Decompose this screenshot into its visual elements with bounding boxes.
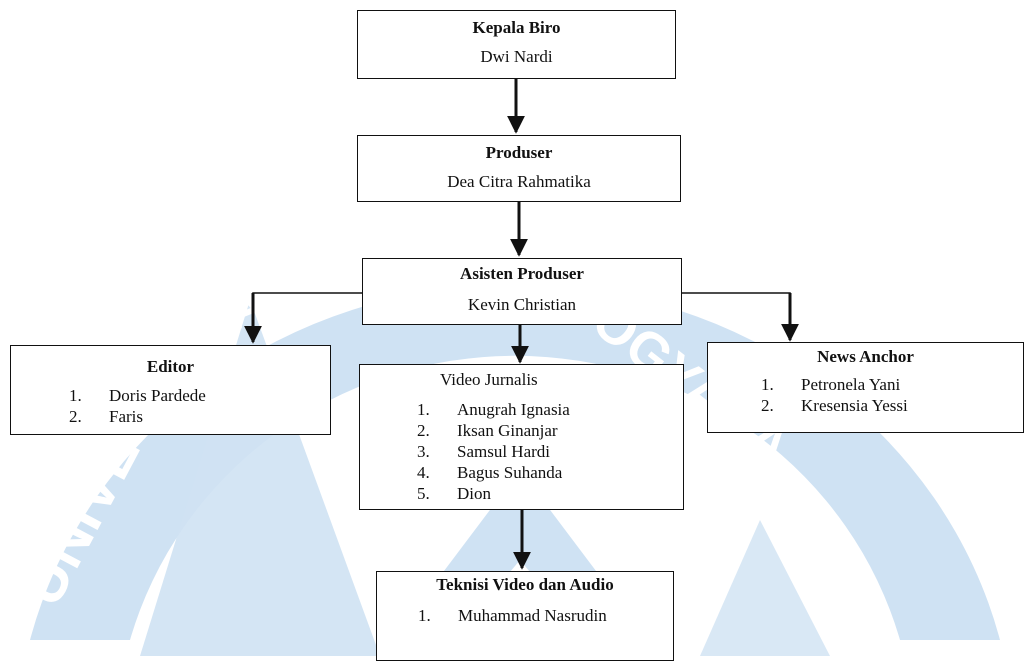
line-asisten-to-editor — [252, 292, 362, 340]
watermark-right-m — [700, 520, 830, 656]
asisten-produser-title: Asisten Produser — [460, 264, 584, 283]
teknisi-title: Teknisi Video dan Audio — [436, 575, 614, 594]
video-jurnalis-list: 1.Anugrah Ignasia 2.Iksan Ginanjar 3.Sam… — [417, 399, 683, 504]
asisten-produser-name: Kevin Christian — [467, 295, 577, 314]
list-item: 2.Iksan Ginanjar — [417, 421, 558, 440]
video-jurnalis-box: Video Jurnalis 1.Anugrah Ignasia 2.Iksan… — [359, 364, 684, 510]
list-item: 1.Anugrah Ignasia — [417, 400, 570, 419]
list-item: 5.Dion — [417, 484, 491, 503]
news-anchor-box: News Anchor 1.Petronela Yani 2.Kresensia… — [707, 342, 1024, 433]
news-anchor-title: News Anchor — [817, 347, 914, 366]
list-item: 1.Doris Pardede — [69, 386, 206, 405]
list-item: 1.Petronela Yani — [761, 375, 901, 394]
list-item: 2.Kresensia Yessi — [761, 396, 908, 415]
kepala-biro-box: Kepala Biro Dwi Nardi — [357, 10, 676, 79]
list-item: 4.Bagus Suhanda — [417, 463, 563, 482]
list-item: 1.Muhammad Nasrudin — [418, 606, 607, 625]
produser-title: Produser — [485, 143, 553, 162]
news-anchor-list: 1.Petronela Yani 2.Kresensia Yessi — [761, 374, 1023, 416]
video-jurnalis-title: Video Jurnalis — [440, 370, 538, 389]
list-item: 2.Faris — [69, 407, 143, 426]
editor-list: 1.Doris Pardede 2.Faris — [69, 385, 330, 427]
produser-name: Dea Citra Rahmatika — [447, 172, 591, 191]
editor-title: Editor — [146, 357, 195, 376]
editor-box: Editor 1.Doris Pardede 2.Faris — [10, 345, 331, 435]
asisten-produser-box: Asisten Produser Kevin Christian — [362, 258, 682, 325]
list-item: 3.Samsul Hardi — [417, 442, 551, 461]
line-asisten-to-anchor — [682, 292, 791, 338]
kepala-biro-name: Dwi Nardi — [480, 47, 553, 66]
produser-box: Produser Dea Citra Rahmatika — [357, 135, 681, 202]
kepala-biro-title: Kepala Biro — [472, 18, 561, 37]
watermark-left-blade — [140, 300, 380, 656]
teknisi-box: Teknisi Video dan Audio 1.Muhammad Nasru… — [376, 571, 674, 661]
teknisi-list: 1.Muhammad Nasrudin — [418, 605, 608, 626]
